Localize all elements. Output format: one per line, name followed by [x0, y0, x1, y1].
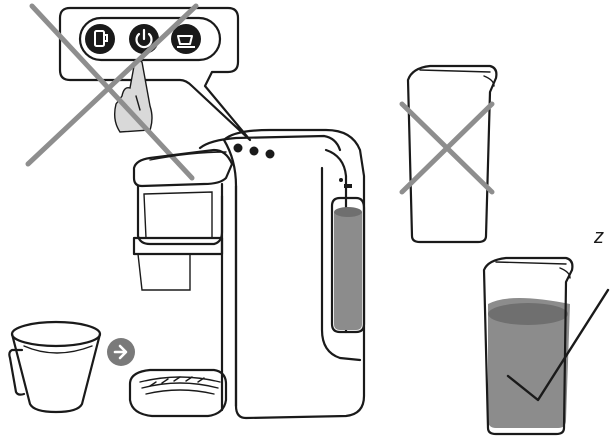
water-tank-window: [332, 198, 364, 332]
left-button: [85, 24, 115, 54]
drip-tray: [130, 370, 226, 416]
label-z: z: [594, 226, 604, 249]
arrow-right-icon: [107, 338, 135, 366]
power-button: [129, 24, 159, 54]
coffee-machine: [130, 130, 364, 418]
cross-mark-empty-tank: [402, 104, 492, 192]
coffee-cup: [9, 322, 100, 412]
control-panel-callout: [60, 8, 250, 140]
pressing-hand: [115, 61, 152, 132]
filled-water-tank: [484, 258, 572, 434]
